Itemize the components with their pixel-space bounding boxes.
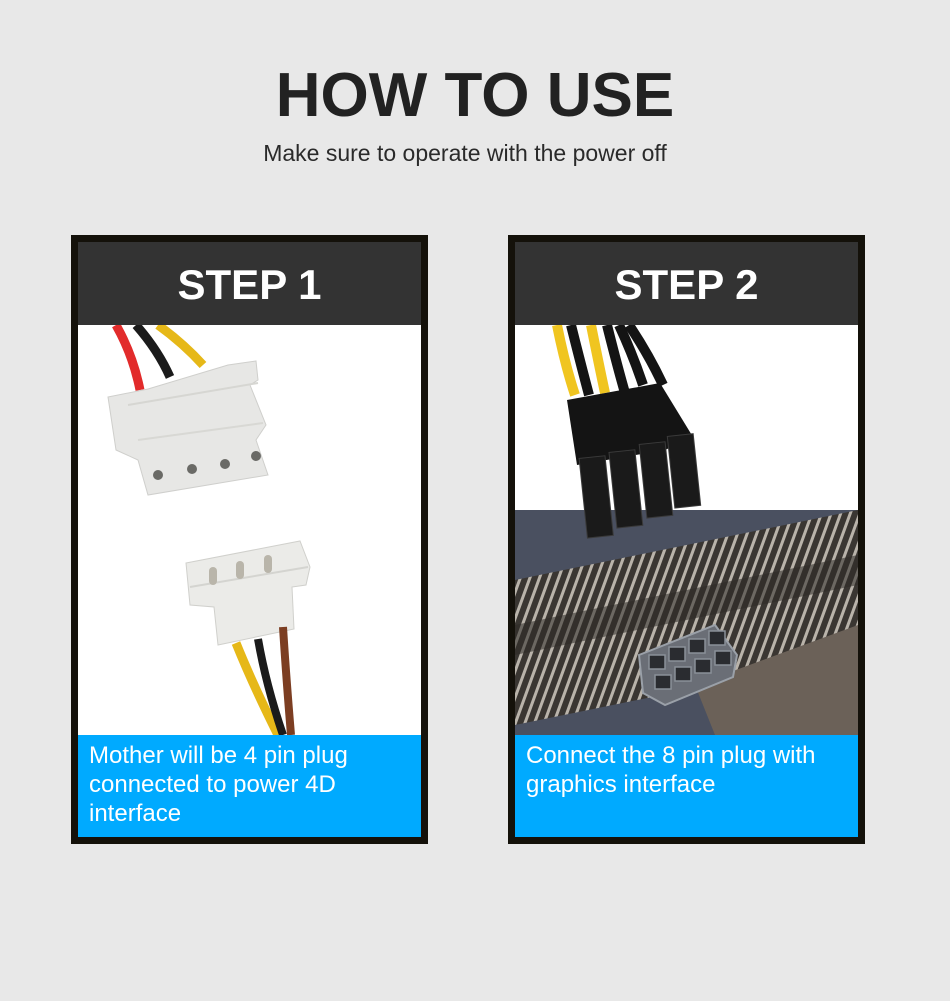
step-2-card: STEP 2	[508, 235, 865, 844]
step-2-caption: Connect the 8 pin plug with graphics int…	[515, 735, 858, 837]
page-title: HOW TO USE	[275, 61, 675, 130]
page-subtitle: Make sure to operate with the power off	[263, 140, 667, 166]
step-1-card: STEP 1	[71, 235, 428, 844]
step-1-card-body: STEP 1	[78, 242, 421, 837]
molex-connector-icon	[78, 325, 421, 735]
step-1-caption: Mother will be 4 pin plug connected to p…	[78, 735, 421, 837]
step-2-image	[515, 325, 858, 735]
step-1-header: STEP 1	[78, 242, 421, 325]
step-2-header: STEP 2	[515, 242, 858, 325]
step-2-card-body: STEP 2	[515, 242, 858, 837]
step-1-image	[78, 325, 421, 735]
pcie-8-pin-connector-icon	[515, 325, 858, 735]
